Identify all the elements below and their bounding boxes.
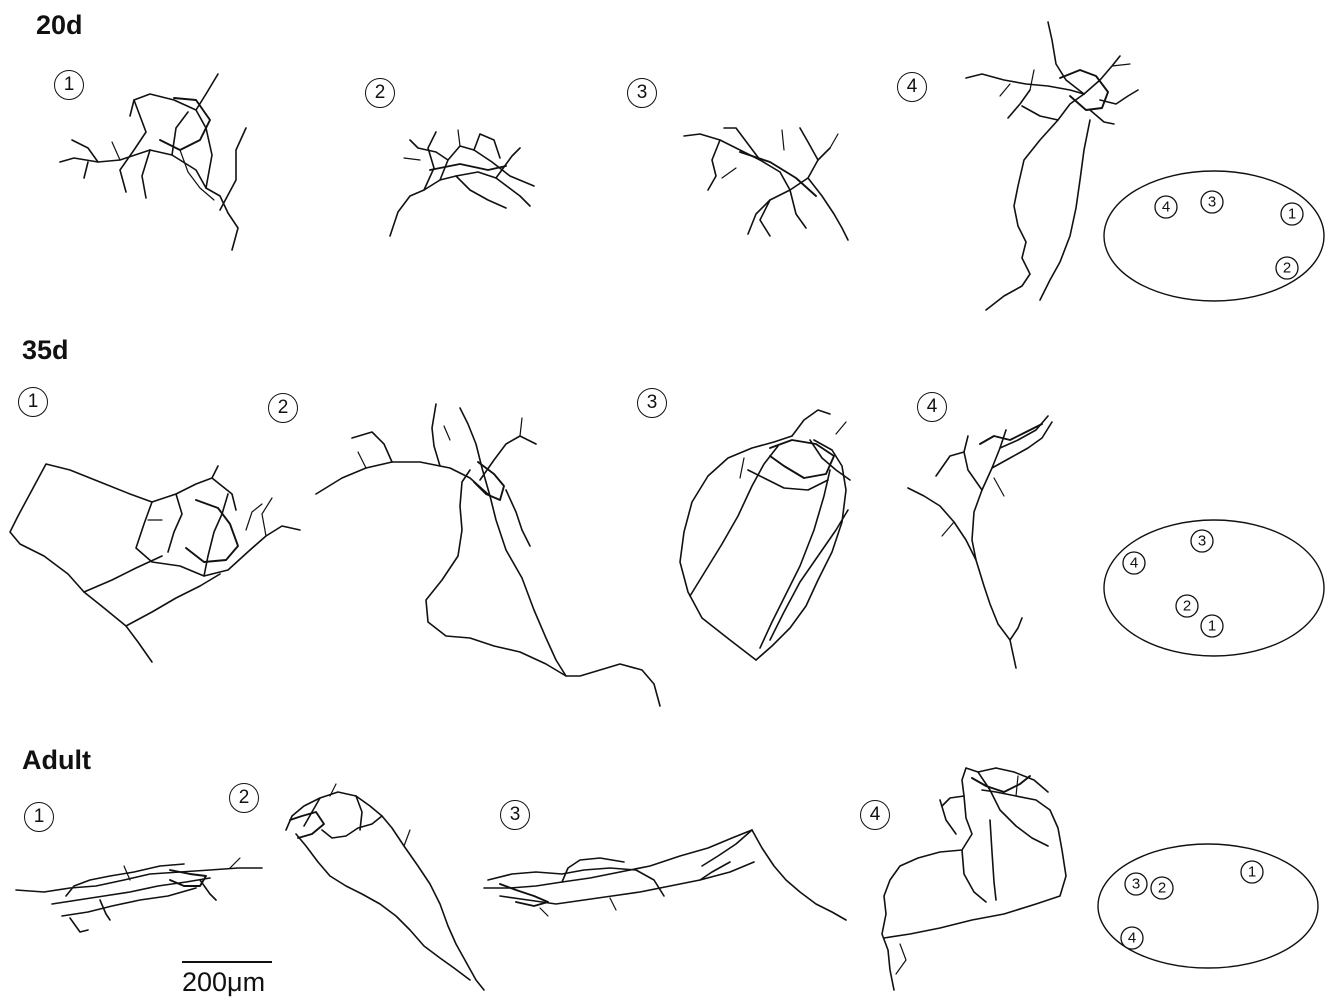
neuron-adult-1	[16, 858, 262, 932]
map-marker-20d-2: 2	[1276, 257, 1298, 279]
svg-text:2: 2	[1158, 880, 1166, 897]
svg-text:3: 3	[1208, 194, 1216, 211]
svg-text:4: 4	[1130, 555, 1138, 572]
map-marker-adult-1: 1	[1241, 861, 1263, 883]
svg-text:1: 1	[1248, 864, 1256, 881]
neuron-20d-1	[60, 74, 246, 250]
position-map-20d	[1104, 171, 1324, 301]
map-marker-35d-4: 4	[1123, 552, 1145, 574]
svg-text:1: 1	[1208, 618, 1216, 635]
neuron-20d-4	[966, 22, 1138, 310]
map-marker-20d-3: 3	[1201, 191, 1223, 213]
svg-text:3: 3	[1198, 533, 1206, 550]
map-marker-20d-1: 1	[1281, 203, 1303, 225]
neuron-35d-1	[10, 464, 300, 662]
neuron-20d-3	[684, 128, 848, 240]
svg-text:4: 4	[1128, 930, 1136, 947]
neuron-35d-4	[908, 416, 1052, 668]
svg-text:4: 4	[1162, 199, 1170, 216]
neuron-adult-3	[484, 830, 846, 920]
neuron-35d-2	[316, 404, 660, 706]
svg-text:3: 3	[1132, 876, 1140, 893]
map-marker-adult-3: 3	[1125, 873, 1147, 895]
map-marker-35d-2: 2	[1176, 595, 1198, 617]
map-marker-adult-4: 4	[1121, 927, 1143, 949]
map-marker-35d-1: 1	[1201, 615, 1223, 637]
svg-text:2: 2	[1183, 598, 1191, 615]
map-marker-35d-3: 3	[1191, 530, 1213, 552]
map-marker-20d-4: 4	[1155, 196, 1177, 218]
map-marker-adult-2: 2	[1151, 877, 1173, 899]
neuron-adult-4	[882, 768, 1066, 990]
svg-text:2: 2	[1283, 260, 1291, 277]
svg-text:1: 1	[1288, 206, 1296, 223]
neuron-20d-2	[390, 130, 534, 236]
neuron-35d-3	[680, 410, 850, 660]
neuron-adult-2	[286, 784, 484, 990]
